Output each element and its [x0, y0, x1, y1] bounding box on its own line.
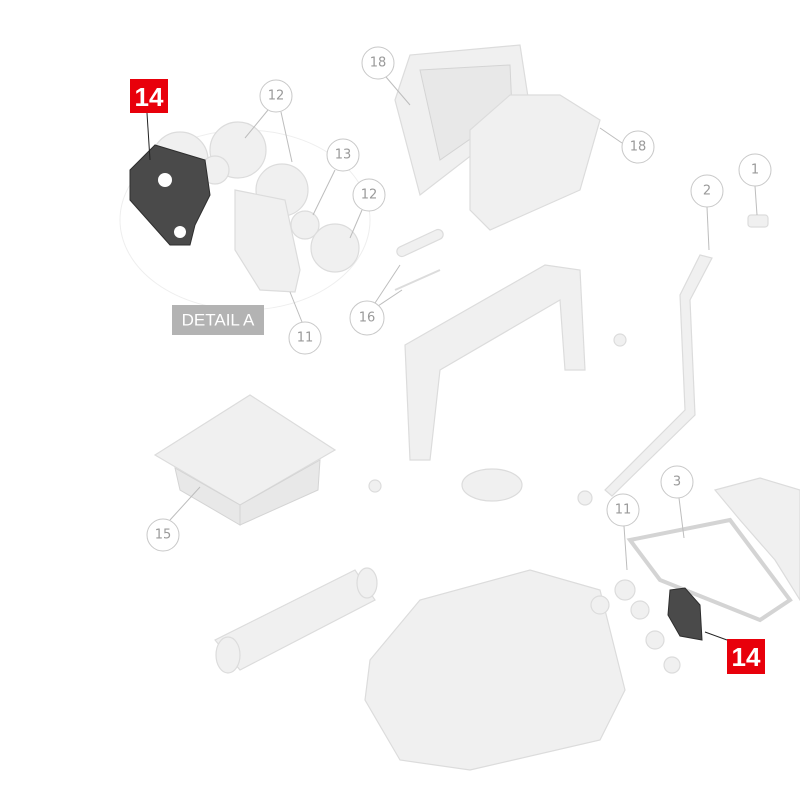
box-15 [153, 394, 337, 526]
callout-2: 2 [690, 174, 724, 208]
handle-frame [404, 264, 586, 461]
callout-16: 16 [349, 300, 385, 336]
nut [577, 490, 593, 506]
gear-assembly-11 [590, 579, 681, 674]
svg-text:1: 1 [751, 163, 759, 178]
callout-11: 11 [288, 321, 322, 355]
roller [214, 567, 378, 674]
svg-text:14: 14 [732, 642, 761, 672]
side-cover [713, 477, 800, 602]
svg-text:12: 12 [268, 89, 285, 104]
part-14-highlighted [667, 587, 703, 641]
part-1 [747, 214, 769, 228]
svg-text:3: 3 [673, 475, 681, 490]
side-plate-11-detail [234, 189, 301, 293]
track-3 [626, 517, 793, 623]
part-14-highlighted-detail [129, 144, 211, 246]
callout-13: 13 [326, 138, 360, 172]
callout-15: 15 [146, 518, 180, 552]
filter-basket-18 [394, 44, 601, 231]
gear-set-detail [151, 121, 360, 273]
svg-text:11: 11 [297, 331, 314, 346]
tube-2 [604, 254, 713, 497]
nut [368, 479, 382, 493]
svg-text:18: 18 [370, 56, 387, 71]
highlight-tag-14: 14 [130, 79, 168, 113]
svg-text:12: 12 [361, 188, 378, 203]
impeller [461, 468, 523, 502]
callout-12: 12 [259, 79, 293, 113]
callout-18: 18 [621, 130, 655, 164]
callout-18: 18 [361, 46, 395, 80]
leader-lines [146, 76, 758, 641]
svg-text:14: 14 [135, 82, 164, 112]
callout-11: 11 [606, 493, 640, 527]
svg-text:13: 13 [335, 148, 352, 163]
svg-text:18: 18 [630, 140, 647, 155]
svg-text:2: 2 [703, 184, 711, 199]
detail-a-label: DETAIL A [172, 305, 264, 335]
svg-text:11: 11 [615, 503, 632, 518]
callout-1: 1 [738, 153, 772, 187]
svg-text:DETAIL A: DETAIL A [182, 311, 255, 330]
nut [613, 333, 627, 347]
callout-12: 12 [352, 178, 386, 212]
callout-3: 3 [660, 465, 694, 499]
svg-text:16: 16 [359, 311, 376, 326]
highlight-tag-14: 14 [727, 639, 765, 674]
robot-body [364, 569, 626, 771]
svg-text:15: 15 [155, 528, 172, 543]
handle-16 [394, 228, 444, 291]
